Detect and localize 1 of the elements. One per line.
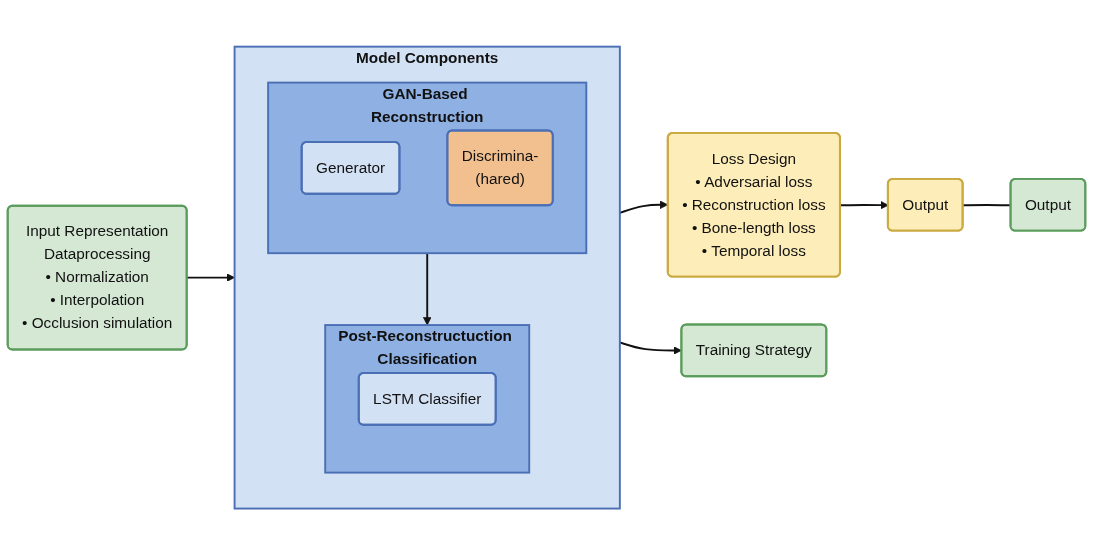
arrow — [423, 252, 432, 326]
